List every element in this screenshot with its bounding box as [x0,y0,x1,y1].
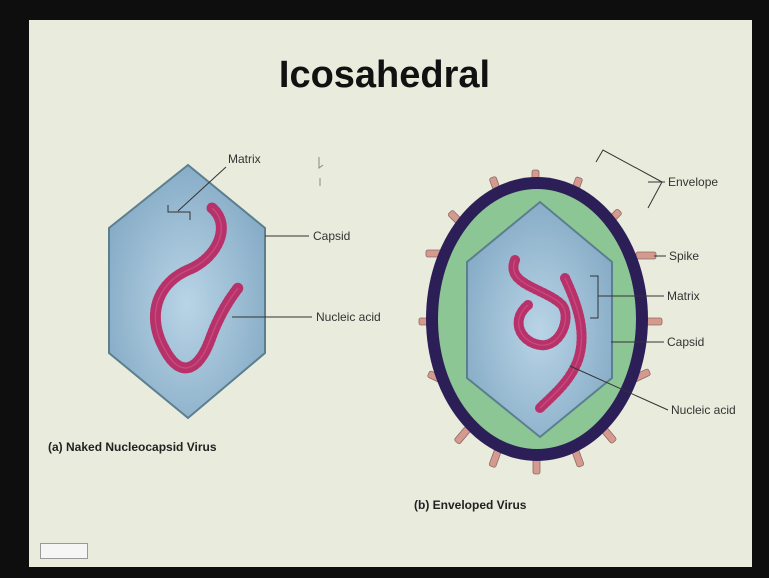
naked-capsid-label: Capsid [313,229,350,243]
pointer-icon [319,157,323,186]
enveloped-virus: Envelope Spike Matrix Capsid Nucleic aci… [414,150,736,512]
naked-matrix-label: Matrix [228,152,261,166]
naked-nucleic-acid-label: Nucleic acid [316,310,381,324]
envelope-bracket [596,150,665,208]
envelope-label: Envelope [668,175,718,189]
naked-virus: Matrix Capsid Nucleic acid (a) Naked Nuc… [48,152,381,454]
enveloped-matrix-label: Matrix [667,289,700,303]
spike-label: Spike [669,249,699,263]
enveloped-caption: (b) Enveloped Virus [414,498,527,512]
slide-navigation-control[interactable] [40,543,88,559]
naked-caption: (a) Naked Nucleocapsid Virus [48,440,217,454]
enveloped-capsid-label: Capsid [667,335,704,349]
enveloped-nucleic-acid-label: Nucleic acid [671,403,736,417]
